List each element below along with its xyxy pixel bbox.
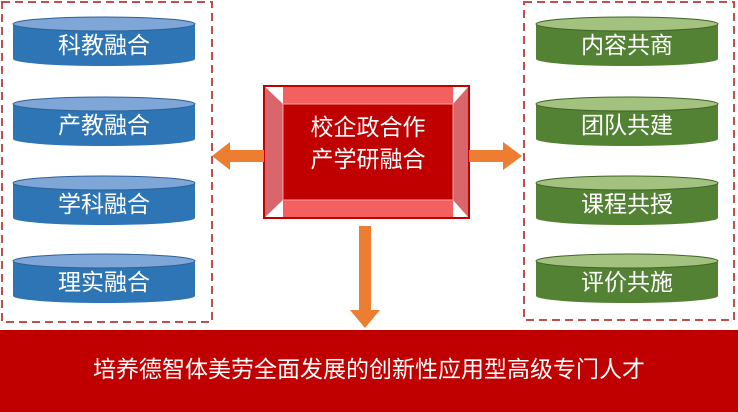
- center-line1: 校企政合作: [310, 115, 426, 141]
- arrow-left: [212, 142, 264, 170]
- center-line2: 产学研融合: [310, 147, 426, 173]
- right-cylinder: [535, 96, 719, 146]
- left-item: 理实融合: [58, 270, 150, 296]
- center-bevel-box: [263, 85, 470, 219]
- right-cylinder: [535, 16, 719, 66]
- left-cylinder: [12, 96, 196, 146]
- bottom-goal-text: 培养德智体美劳全面发展的创新性应用型高级专门人才: [93, 357, 645, 383]
- right-item: 内容共商: [581, 33, 673, 59]
- left-item: 学科融合: [58, 192, 150, 218]
- left-cylinder: [12, 16, 196, 66]
- left-cylinder: [12, 175, 196, 225]
- right-item: 课程共授: [581, 192, 673, 218]
- left-item: 科教融合: [58, 33, 150, 59]
- bottom-bar: [0, 330, 738, 412]
- arrow-down: [350, 226, 380, 328]
- right-item: 评价共施: [581, 270, 673, 296]
- right-cylinder: [535, 175, 719, 225]
- right-cylinder: [535, 253, 719, 303]
- left-group-border: [1, 1, 213, 323]
- left-cylinder: [12, 253, 196, 303]
- arrow-right: [469, 142, 522, 170]
- center-box-text: 校企政合作 产学研融合: [283, 112, 453, 176]
- left-item: 产教融合: [58, 113, 150, 139]
- right-item: 团队共建: [581, 113, 673, 139]
- right-group-border: [523, 1, 735, 321]
